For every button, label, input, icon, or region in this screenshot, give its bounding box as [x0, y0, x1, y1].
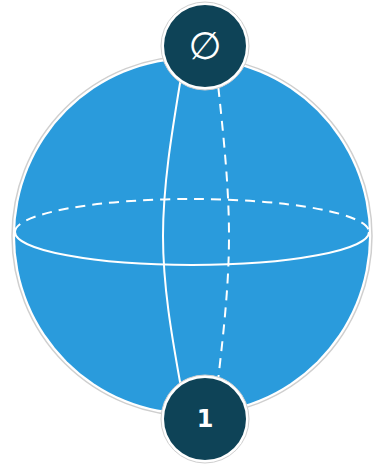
circle-ring: [161, 2, 249, 90]
circle-ring: [161, 375, 249, 463]
meridian-front: [163, 81, 180, 384]
state-circle: ∅: [160, 1, 250, 91]
state-label: ∅: [160, 1, 250, 91]
sphere-body: [15, 59, 369, 413]
sphere-outline: [12, 56, 372, 416]
equator-front: [15, 232, 369, 265]
equator-back: [15, 199, 369, 232]
state-circle: 1: [160, 374, 250, 464]
state-label: 1: [160, 374, 250, 464]
meridian-back: [218, 87, 229, 378]
